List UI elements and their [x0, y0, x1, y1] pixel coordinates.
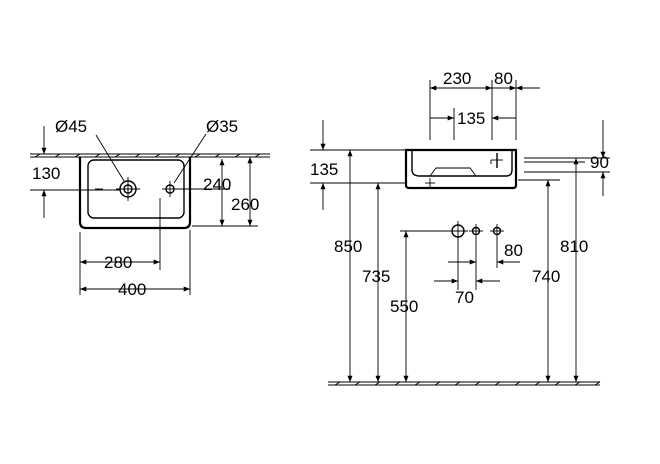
label-side-90: 90	[590, 153, 609, 172]
label-left-240: 240	[203, 175, 231, 194]
label-top-80: 80	[494, 69, 513, 88]
label-h-550: 550	[390, 297, 418, 316]
label-left-130: 130	[32, 164, 60, 183]
front-view: 230 80 135 135 90 850	[310, 69, 610, 386]
floor-line	[328, 381, 601, 386]
label-hole-tap: Ø45	[55, 117, 87, 136]
label-top-230: 230	[443, 69, 471, 88]
label-h-850: 850	[334, 237, 362, 256]
label-pipe-80: 80	[504, 241, 523, 260]
label-pipe-70: 70	[455, 288, 474, 307]
label-left-280: 280	[104, 253, 132, 272]
basin-outline-front	[404, 148, 518, 190]
label-left-260: 260	[231, 195, 259, 214]
label-side-135: 135	[310, 160, 338, 179]
label-h-810: 810	[560, 237, 588, 256]
wall-line-left	[30, 153, 270, 158]
pipe-connections	[448, 221, 504, 241]
basin-outline-top	[78, 157, 192, 230]
label-top-135: 135	[457, 109, 485, 128]
label-h-735: 735	[362, 267, 390, 286]
label-hole-overflow: Ø35	[206, 117, 238, 136]
tap-icon	[490, 153, 503, 168]
top-view: Ø45 Ø35 130 240 260 280 400	[30, 117, 270, 299]
label-left-400: 400	[118, 280, 146, 299]
label-h-740: 740	[532, 267, 560, 286]
